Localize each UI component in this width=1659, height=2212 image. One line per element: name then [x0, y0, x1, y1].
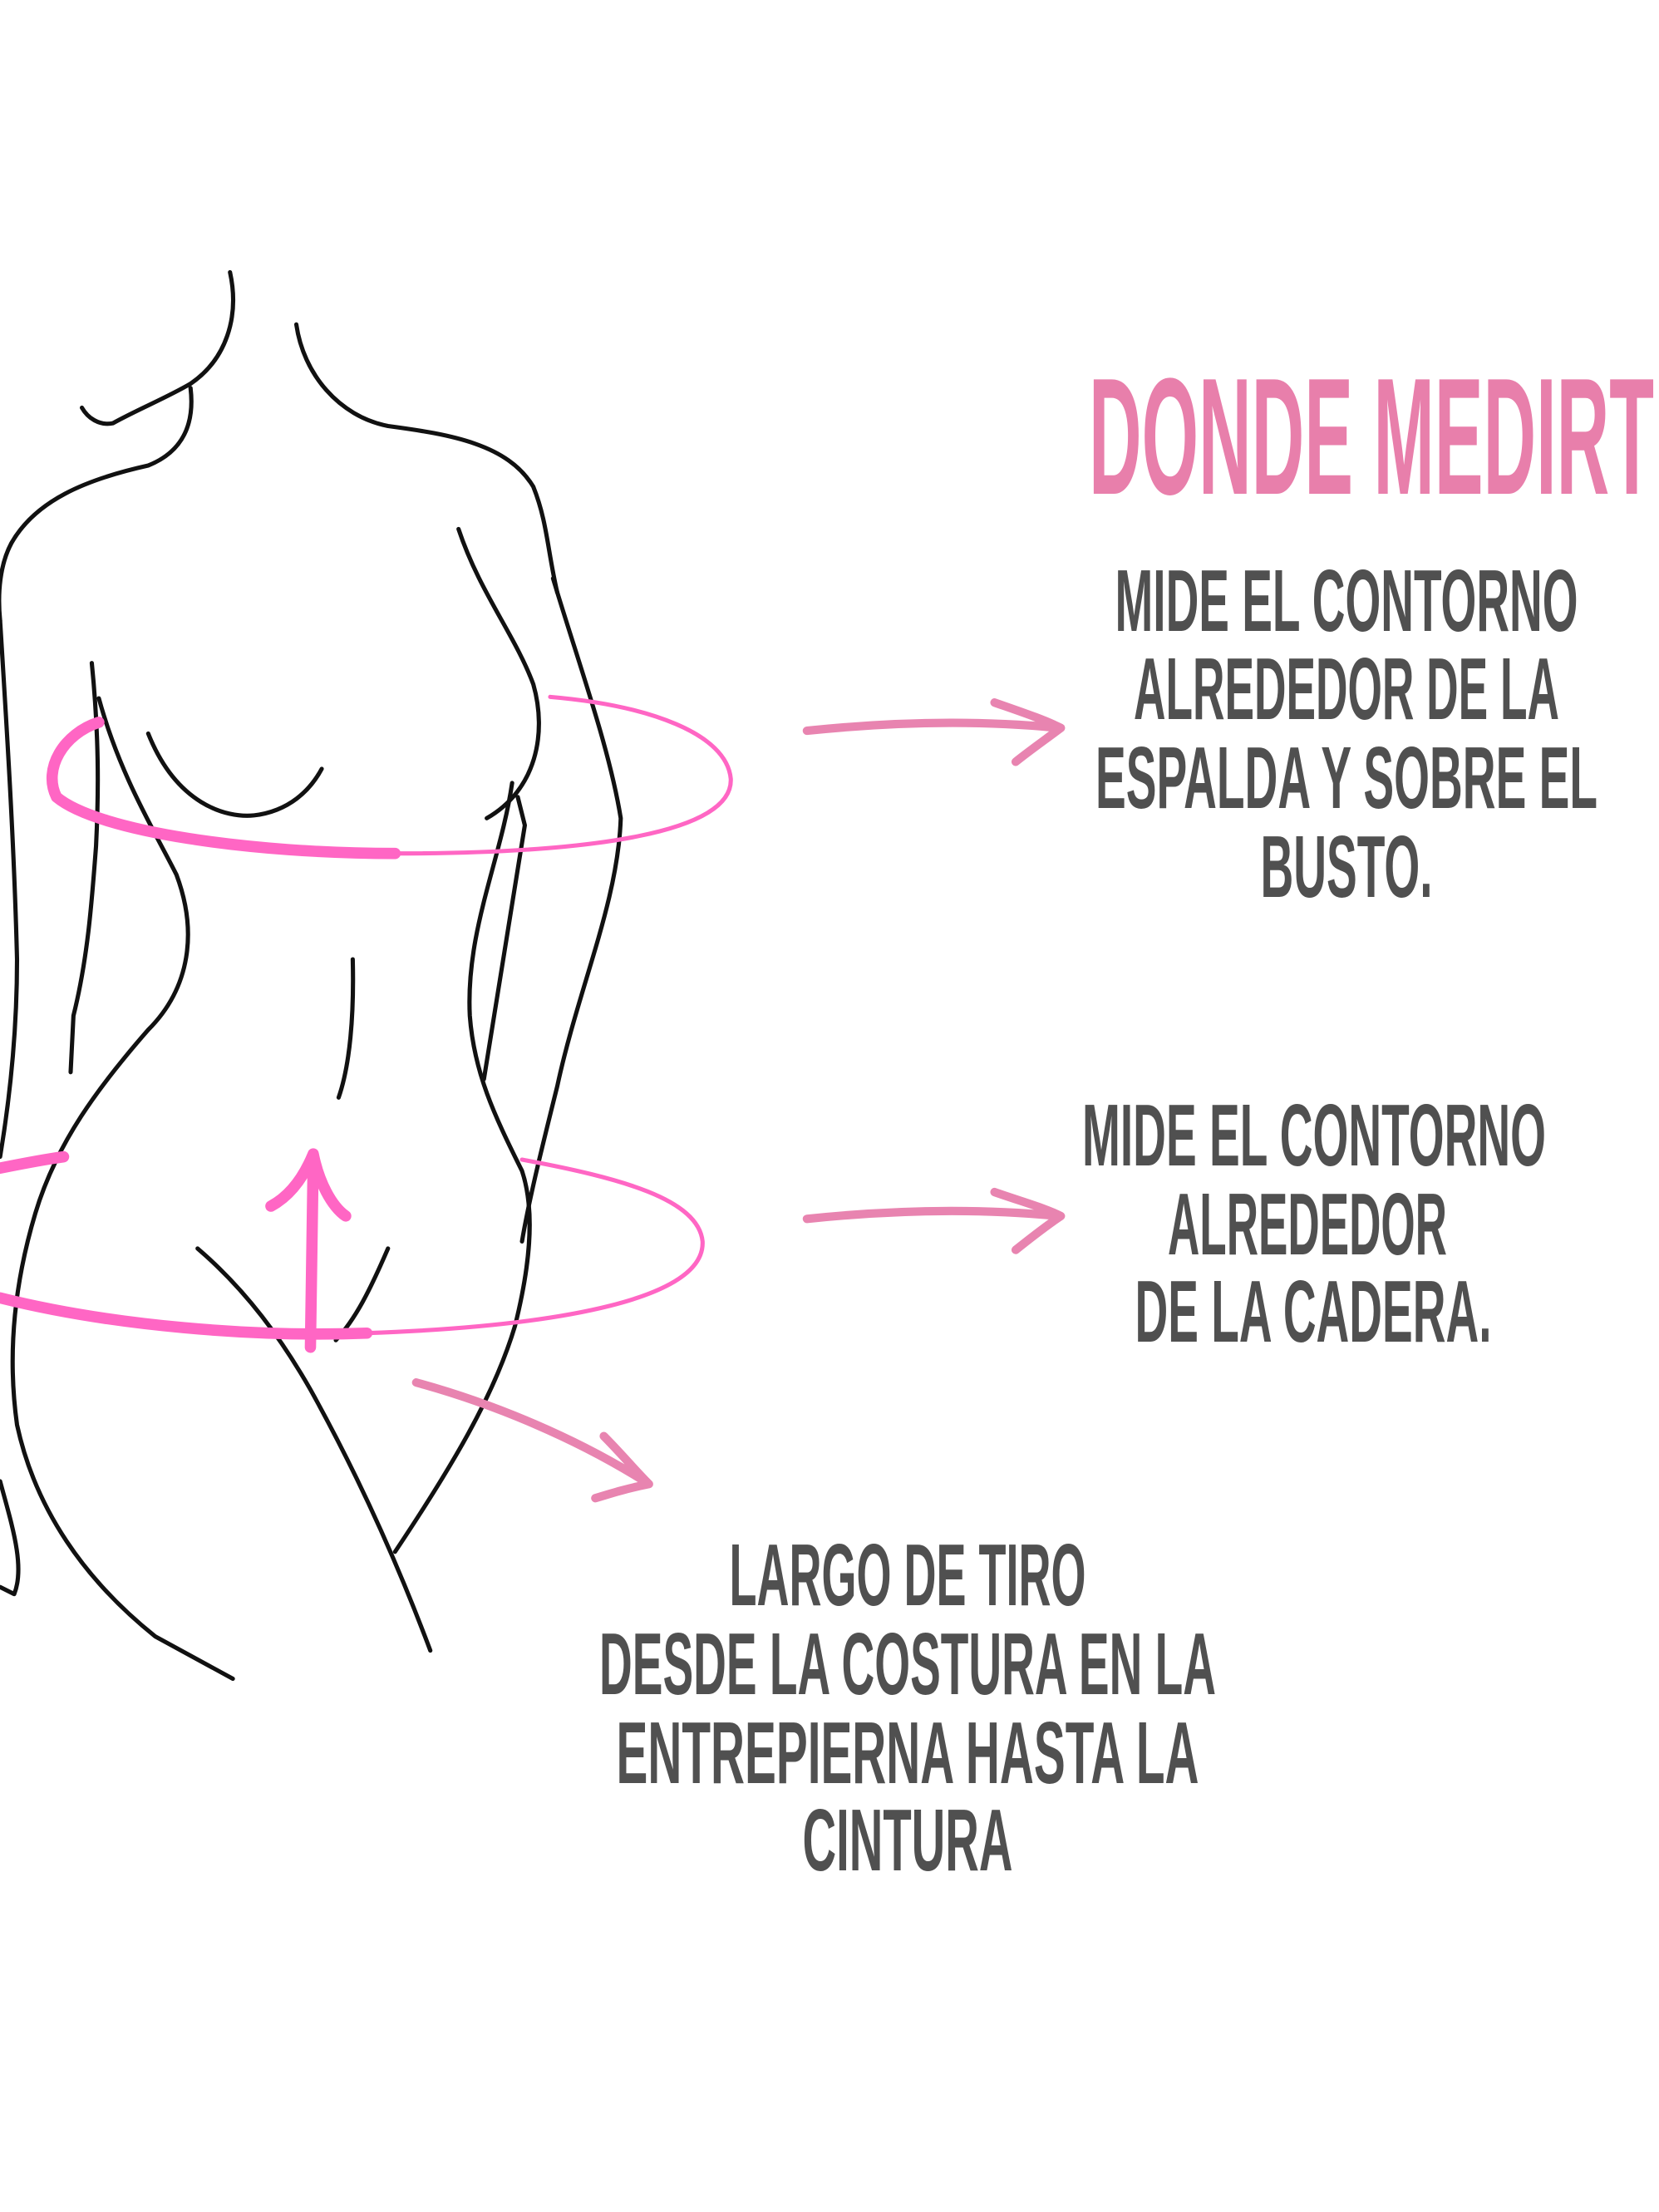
arm-right-line	[481, 795, 527, 1081]
page-title: DONDE MEDIRT	[1089, 344, 1654, 530]
breast-left-line	[145, 731, 324, 818]
navel-line	[336, 957, 356, 1100]
crotch-right-line	[333, 1246, 391, 1342]
rise-up-arrow-icon	[265, 1148, 352, 1353]
hip-instruction-line: ALREDEDOR	[1168, 1175, 1447, 1274]
hip-instruction-line: DE LA CADERA.	[1135, 1263, 1492, 1361]
hip-pointer-arrow-icon	[802, 1187, 1066, 1254]
rise-instruction: LARGO DE TIRO DESDE LA COSTURA EN LA ENT…	[599, 1526, 1216, 1889]
bust-pointer-arrow-icon	[802, 698, 1066, 766]
bust-instruction-line: ESPALDA Y SOBRE EL	[1095, 729, 1597, 827]
rise-instruction-line: CINTURA	[803, 1791, 1013, 1889]
body-outline	[0, 269, 623, 1682]
rise-instruction-line: ENTREPIERNA HASTA LA	[617, 1704, 1199, 1802]
breast-right-line	[456, 526, 541, 820]
arm-right-inner-line	[392, 781, 532, 1554]
neck-left-line	[80, 269, 235, 426]
shoulder-left-line	[0, 386, 194, 623]
bust-measure-ring	[47, 694, 733, 860]
hip-measure-ring	[0, 1150, 705, 1340]
hand-left-line	[0, 1479, 21, 1597]
crotch-left-line	[195, 1246, 433, 1653]
body-measurement-figure	[0, 269, 1066, 1682]
bust-instruction-line: MIDE EL CONTORNO	[1115, 552, 1578, 650]
arm-left-line	[0, 618, 20, 1160]
bust-instruction-line: ALREDEDOR DE LA	[1134, 640, 1559, 738]
rise-pointer-arrow-icon	[411, 1378, 653, 1503]
neck-right-line	[293, 322, 560, 595]
rise-instruction-line: LARGO DE TIRO	[730, 1526, 1086, 1624]
bust-instruction: MIDE EL CONTORNO ALREDEDOR DE LA ESPALDA…	[1095, 552, 1597, 916]
pointer-arrows	[411, 698, 1066, 1503]
arm-right-outer-line	[519, 576, 623, 1244]
bust-instruction-line: BUSTO.	[1261, 818, 1433, 916]
hip-instruction-line: MIDE EL CONTORNO	[1082, 1086, 1546, 1185]
rise-instruction-line: DESDE LA COSTURA EN LA	[599, 1615, 1216, 1713]
hip-instruction: MIDE EL CONTORNO ALREDEDOR DE LA CADERA.	[1082, 1086, 1546, 1361]
waist-left-line	[10, 696, 235, 1682]
